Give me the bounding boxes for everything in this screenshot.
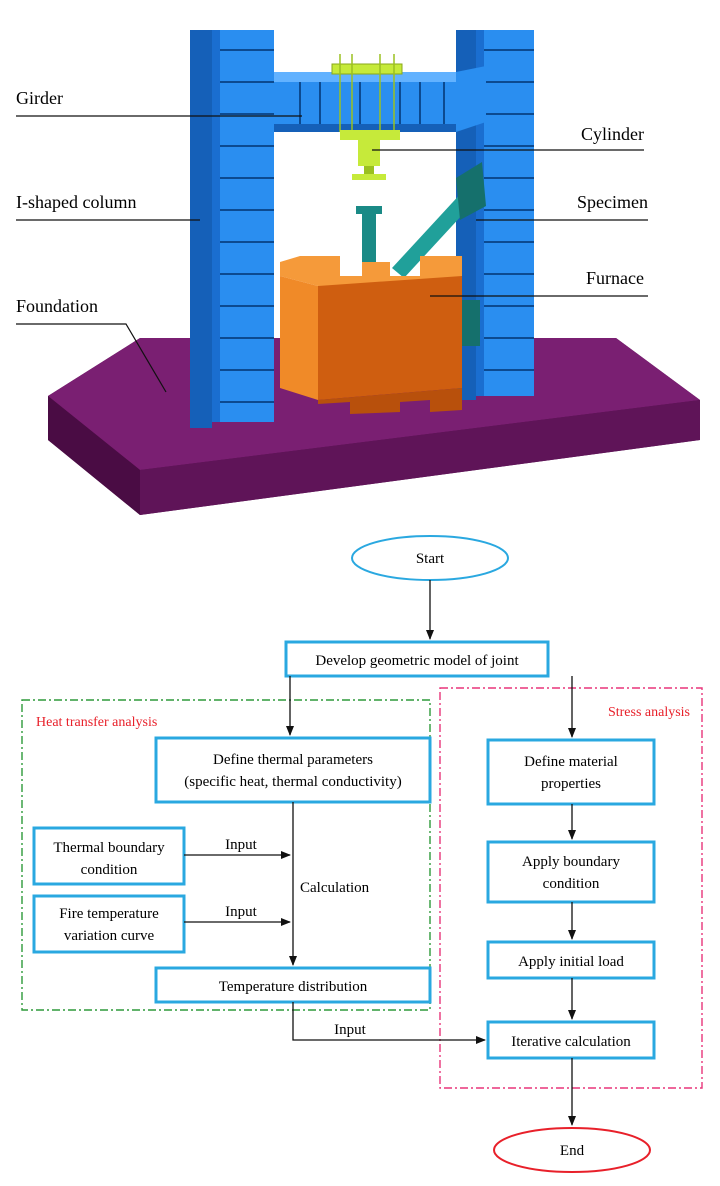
develop-model-text: Develop geometric model of joint (315, 653, 519, 669)
define-thermal-line2: (specific heat, thermal conductivity) (184, 774, 401, 790)
girder-label: Girder (16, 88, 63, 108)
iterative-box (486, 1020, 656, 1060)
input-label-2: Input (225, 904, 257, 920)
heat-transfer-region (21, 699, 431, 1011)
thermal-boundary-box (32, 826, 186, 886)
end-text: End (560, 1143, 585, 1159)
flowchart: Heat transfer analysis Stress analysis S… (21, 535, 703, 1173)
column-label: I-shaped column (16, 192, 136, 212)
start-text: Start (416, 551, 445, 567)
input-label-1: Input (225, 837, 257, 853)
furnace-label: Furnace (586, 268, 644, 288)
heat-region-label: Heat transfer analysis (36, 715, 157, 730)
define-thermal-line1: Define thermal parameters (213, 752, 373, 768)
iterative-text: Iterative calculation (511, 1034, 631, 1050)
foundation-leader (16, 323, 167, 393)
temperature-to-iterative-arrow (292, 1002, 486, 1044)
material-line2: properties (541, 776, 601, 792)
test-rig-model: Girder I-shaped column Foundation Cylind… (16, 30, 700, 515)
callout-lines (16, 115, 648, 393)
boundary-line2: condition (543, 876, 600, 892)
cylinder (331, 54, 403, 180)
develop-model-box (284, 640, 550, 678)
boundary-box (486, 840, 656, 904)
fire-curve-box (32, 894, 186, 954)
left-column (190, 30, 274, 428)
furnace (280, 256, 462, 414)
foundation-label: Foundation (16, 296, 98, 316)
material-box (486, 738, 656, 806)
calculation-label: Calculation (300, 880, 370, 896)
fire-curve-line1: Fire temperature (59, 906, 159, 922)
initial-load-text: Apply initial load (518, 954, 624, 970)
cylinder-label: Cylinder (581, 124, 644, 144)
temperature-distribution-text: Temperature distribution (219, 979, 368, 995)
initial-load-box (486, 940, 656, 980)
stress-region-label: Stress analysis (608, 705, 690, 720)
thermal-boundary-line1: Thermal boundary (53, 840, 165, 856)
input-label-3: Input (334, 1022, 366, 1038)
specimen-label: Specimen (577, 192, 648, 212)
define-thermal-box (154, 736, 432, 804)
boundary-line1: Apply boundary (522, 854, 620, 870)
material-line1: Define material (524, 754, 618, 770)
connectors (184, 580, 576, 1126)
thermal-boundary-line2: condition (81, 862, 138, 878)
stress-analysis-region (439, 687, 703, 1089)
fire-curve-line2: variation curve (64, 928, 155, 944)
end-node (493, 1127, 651, 1173)
